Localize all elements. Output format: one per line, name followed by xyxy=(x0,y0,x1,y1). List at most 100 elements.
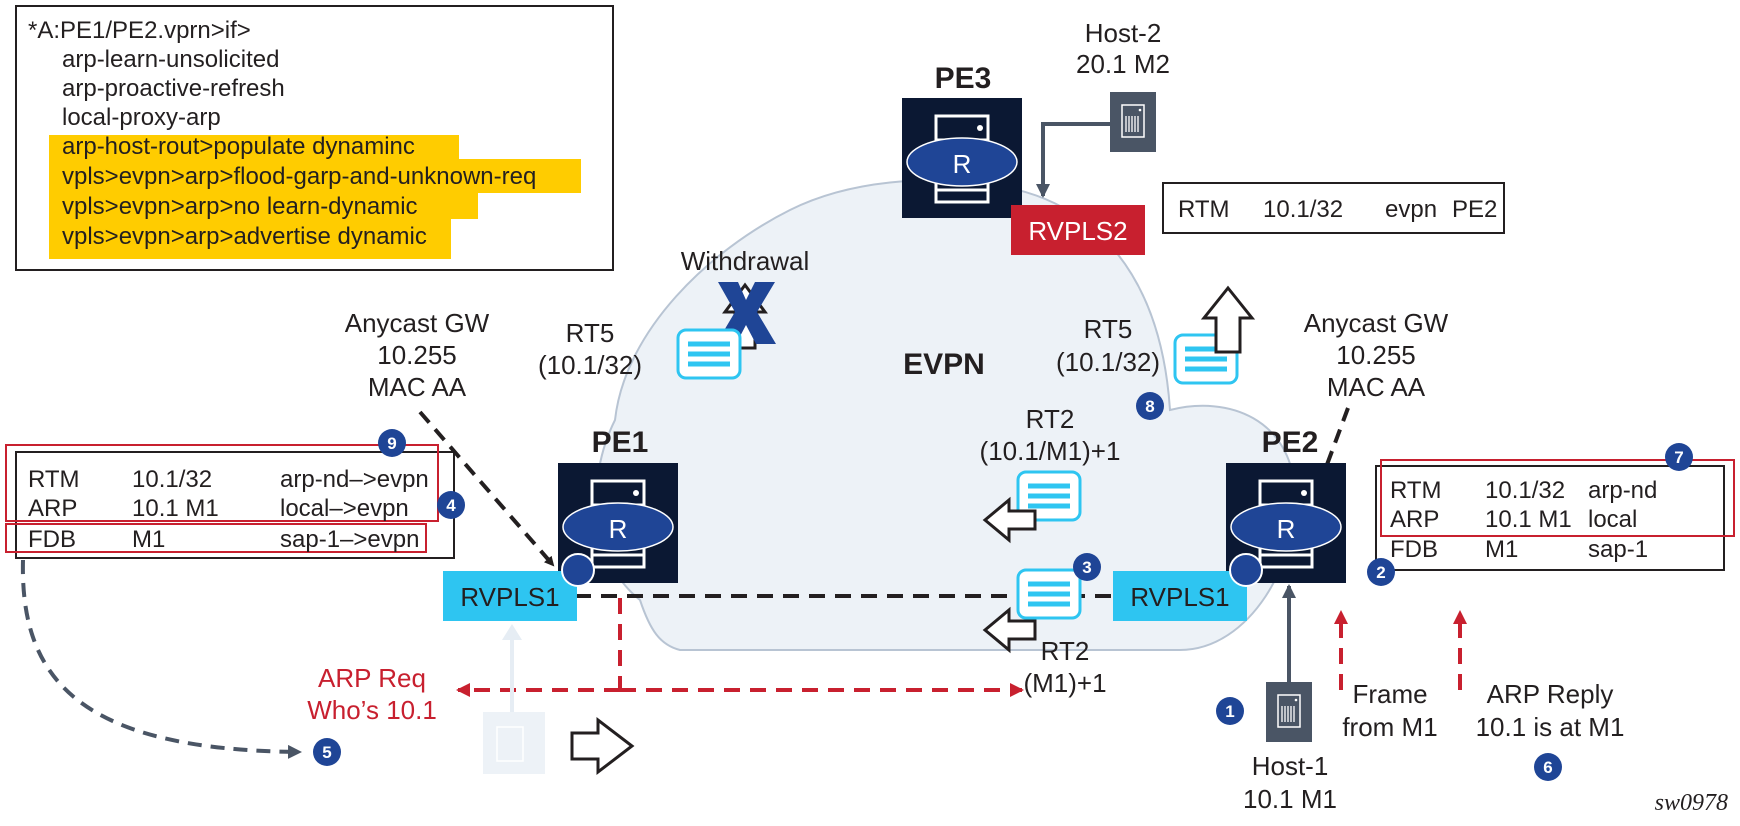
rt2-lower-line1: RT2 xyxy=(1041,636,1090,666)
rt2-lower-line2: (M1)+1 xyxy=(1023,668,1106,698)
cloud-label: EVPN xyxy=(903,348,985,381)
router-pe1[interactable]: PE1 R xyxy=(558,426,678,583)
faded-host-icon xyxy=(483,712,545,774)
host-icon xyxy=(1265,681,1313,743)
step-badge-7: 7 xyxy=(1665,443,1693,471)
router-letter: R xyxy=(953,149,972,179)
svg-text:5: 5 xyxy=(322,743,331,762)
service-rvpls1-pe1[interactable]: RVPLS1 xyxy=(443,571,577,621)
router-pe3[interactable]: PE3 R xyxy=(902,62,1022,218)
flood-curve xyxy=(20,559,302,759)
table-cell: FDB xyxy=(28,526,76,553)
table-cell: arp-nd xyxy=(1588,477,1657,504)
withdrawal-label: Withdrawal xyxy=(681,246,810,276)
step-badge-5: 5 xyxy=(313,738,341,766)
router-pe2[interactable]: PE2 R xyxy=(1226,426,1346,583)
anycast-left-line2: 10.255 xyxy=(377,340,457,370)
highlight-frame xyxy=(1380,459,1735,537)
right-arrow-icon xyxy=(570,716,635,776)
rt2-upper-line1: RT2 xyxy=(1026,404,1075,434)
anycast-left-line3: MAC AA xyxy=(368,372,467,402)
svg-text:3: 3 xyxy=(1082,558,1091,577)
frame-line1: Frame xyxy=(1352,679,1427,709)
service-label: RVPLS1 xyxy=(1130,582,1229,612)
anycast-left-line1: Anycast GW xyxy=(345,308,490,338)
config-line: arp-learn-unsolicited xyxy=(62,46,279,73)
arp-req-line1: ARP Req xyxy=(318,663,426,693)
config-line: vpls>evpn>arp>no learn-dynamic xyxy=(62,193,418,220)
config-line: local-proxy-arp xyxy=(62,104,221,131)
highlight-bar xyxy=(49,159,581,193)
config-line: arp-host-rout>populate dynaminc xyxy=(62,133,415,160)
svg-text:4: 4 xyxy=(446,496,456,515)
router-label: PE1 xyxy=(592,426,649,459)
svg-text:8: 8 xyxy=(1145,397,1154,416)
rt2-upper-line2: (10.1/M1)+1 xyxy=(980,436,1121,466)
table-cell: M1 xyxy=(132,526,165,553)
rt5-right-line1: RT5 xyxy=(1084,314,1133,344)
table-cell: RTM xyxy=(1178,196,1230,223)
anycast-right-line3: MAC AA xyxy=(1327,372,1426,402)
host-icon xyxy=(1109,91,1157,153)
table-cell: PE2 xyxy=(1452,196,1497,223)
service-label: RVPLS1 xyxy=(460,582,559,612)
anycast-right-line1: Anycast GW xyxy=(1304,308,1449,338)
config-prompt: *A:PE1/PE2.vprn>if> xyxy=(28,17,251,44)
table-cell: local–>evpn xyxy=(280,495,409,522)
host-2[interactable]: Host-2 20.1 M2 xyxy=(1076,18,1170,153)
pe1-table: RTM 10.1/32 arp-nd–>evpn ARP 10.1 M1 loc… xyxy=(5,444,455,559)
interface-dot xyxy=(1229,553,1263,587)
table-cell: FDB xyxy=(1390,536,1438,563)
rt5-message-icon xyxy=(678,330,740,378)
arp-reply-line2: 10.1 is at M1 xyxy=(1476,712,1625,742)
service-rvpls1-pe2[interactable]: RVPLS1 xyxy=(1113,571,1247,621)
pe2-table: RTM 10.1/32 arp-nd ARP 10.1 M1 local FDB… xyxy=(1375,459,1735,571)
router-label: PE2 xyxy=(1262,426,1319,459)
table-cell: RTM xyxy=(1390,477,1442,504)
rt5-left-line2: (10.1/32) xyxy=(538,350,642,380)
step-badge-4: 4 xyxy=(437,491,465,519)
table-cell: arp-nd–>evpn xyxy=(280,466,429,493)
rt2-message-icon xyxy=(1018,570,1080,618)
pe3-rtm-table: RTM 10.1/32 evpn PE2 xyxy=(1162,182,1505,234)
table-cell: 10.1 M1 xyxy=(132,495,219,522)
step-badge-2: 2 xyxy=(1367,558,1395,586)
svg-text:6: 6 xyxy=(1543,758,1552,777)
table-cell: 10.1/32 xyxy=(1263,196,1343,223)
config-line: arp-proactive-refresh xyxy=(62,75,285,102)
highlight-bar xyxy=(49,219,451,259)
rt5-left-line1: RT5 xyxy=(566,318,615,348)
config-box: *A:PE1/PE2.vprn>if> arp-learn-unsolicite… xyxy=(15,5,614,271)
anycast-right-pointer xyxy=(1310,407,1350,506)
table-cell: 10.1 M1 xyxy=(1485,506,1572,533)
router-letter: R xyxy=(1277,514,1296,544)
svg-text:7: 7 xyxy=(1674,448,1683,467)
table-cell: 10.1/32 xyxy=(132,466,212,493)
table-cell: evpn xyxy=(1385,196,1437,223)
svg-text:2: 2 xyxy=(1376,563,1385,582)
figure-tag: sw0978 xyxy=(1655,790,1728,816)
host-name: Host-2 xyxy=(1085,18,1162,48)
service-rvpls2[interactable]: RVPLS2 xyxy=(1011,205,1145,255)
host-name: Host-1 xyxy=(1252,751,1329,781)
table-cell: M1 xyxy=(1485,536,1518,563)
svg-text:1: 1 xyxy=(1225,702,1234,721)
table-cell: RTM xyxy=(28,466,80,493)
table-cell: ARP xyxy=(28,495,77,522)
svg-text:9: 9 xyxy=(387,434,396,453)
host-addr: 20.1 M2 xyxy=(1076,49,1170,79)
config-line: vpls>evpn>arp>flood-garp-and-unknown-req xyxy=(62,163,536,190)
table-cell: ARP xyxy=(1390,506,1439,533)
host2-link xyxy=(1036,122,1110,198)
step-badge-3: 3 xyxy=(1073,553,1101,581)
interface-dot xyxy=(561,553,595,587)
step-badge-6: 6 xyxy=(1534,753,1562,781)
step-badge-8: 8 xyxy=(1136,392,1164,420)
anycast-left-pointer xyxy=(418,410,555,567)
advertise-up-arrow xyxy=(1200,285,1256,354)
step-badge-9: 9 xyxy=(378,429,406,457)
table-cell: sap-1 xyxy=(1588,536,1648,563)
highlight-bar xyxy=(49,193,478,219)
host-1[interactable]: Host-1 10.1 M1 xyxy=(1243,681,1337,814)
